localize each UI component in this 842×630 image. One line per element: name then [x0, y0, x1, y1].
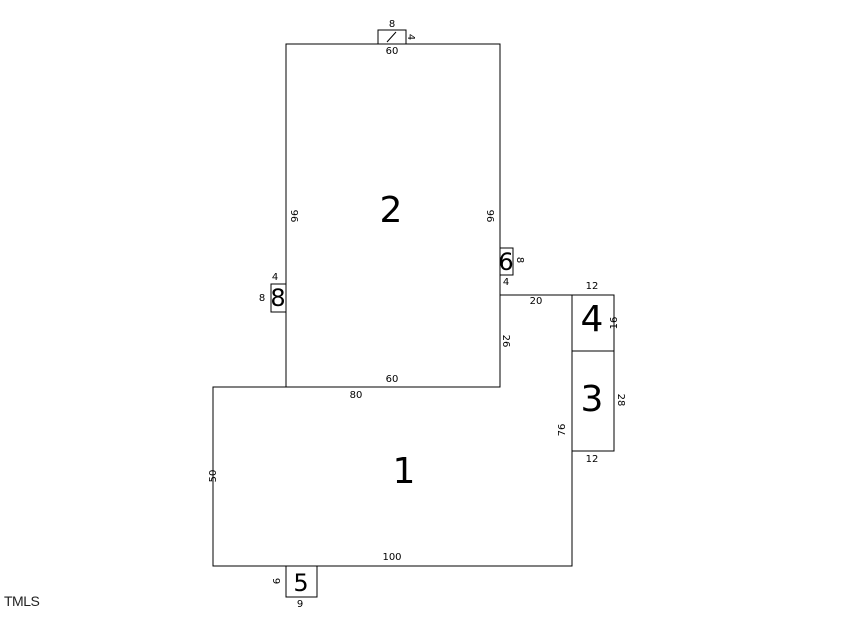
area-6-outline — [499, 247, 514, 276]
area-5-outline — [285, 565, 318, 598]
area-1-bottom-dim: 100 — [382, 552, 401, 563]
area-8-label: 8 — [270, 284, 285, 312]
area-2-label: 2 — [380, 190, 403, 231]
area-5-left-dim: 9 — [270, 578, 281, 584]
area-8-left-dim: 8 — [259, 293, 265, 304]
area-2-top-dim: 60 — [386, 46, 399, 57]
area-7-right-dim: 4 — [405, 34, 416, 40]
area-8-outline — [270, 283, 287, 313]
area-6-bottom-dim: 4 — [503, 277, 509, 288]
area-2-right-dim: 96 — [484, 210, 495, 223]
area-7-outline — [377, 29, 407, 45]
area-8-top-dim: 4 — [272, 272, 278, 283]
area-1-right-dim: 76 — [557, 424, 568, 437]
area-4-label: 4 — [581, 299, 604, 340]
area-6-label: 6 — [498, 248, 513, 276]
area-7-top-dim: 8 — [389, 19, 395, 30]
area-2-bottom-dim: 60 — [386, 374, 399, 385]
area-4-right-dim: 16 — [609, 317, 620, 330]
area-1-outline — [212, 294, 573, 567]
area-3-outline — [571, 350, 615, 452]
area-1-top-dim: 80 — [350, 390, 363, 401]
area-1-step-top-dim: 20 — [530, 296, 543, 307]
area-2-left-dim: 96 — [288, 210, 299, 223]
area-7-diagonal — [386, 31, 397, 43]
area-1-label: 1 — [393, 451, 416, 492]
area-3-right-dim: 28 — [615, 394, 626, 407]
area-6-right-dim: 8 — [514, 257, 525, 263]
tmls-watermark: TMLS — [4, 593, 40, 609]
area-3-label: 3 — [581, 379, 604, 420]
area-4-top-dim: 12 — [586, 281, 599, 292]
area-5-label: 5 — [293, 569, 308, 597]
area-5-bottom-dim: 9 — [297, 599, 303, 610]
area-2-step-dim: 26 — [500, 335, 511, 348]
area-1-left-dim: 50 — [208, 470, 219, 483]
area-3-bottom-dim: 12 — [586, 454, 599, 465]
